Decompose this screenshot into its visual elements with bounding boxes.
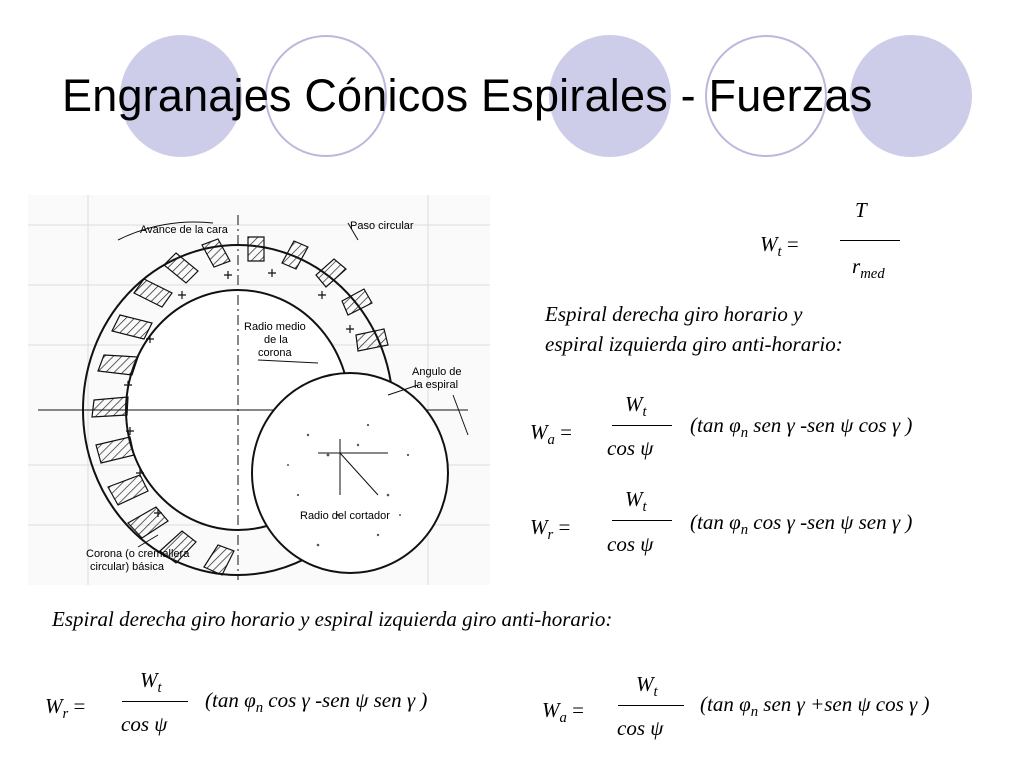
eq-wr-right-parenthesis: (tan φn cos γ -sen ψ sen γ ) <box>690 510 913 539</box>
gear-diagram-svg: Avance de la cara Paso circular Radio me… <box>28 195 490 585</box>
label-mean-radius-2: de la <box>264 334 289 346</box>
label-crown-1: Corona (o cremallera <box>86 548 190 560</box>
label-cutter-radius: Radio del cortador <box>300 510 390 522</box>
label-mean-radius-1: Radio medio <box>244 321 306 333</box>
eq-wr-bottom-numerator: Wt <box>140 668 162 697</box>
eq-wa-right-denominator: cos ψ <box>607 436 654 460</box>
label-crown-2: circular) básica <box>90 561 165 573</box>
right-condition-line2: espiral izquierda giro anti-horario: <box>545 332 843 356</box>
eq-wr-bottom-lhs: Wr = <box>45 694 86 723</box>
label-circular-pitch: Paso circular <box>350 220 414 232</box>
eq-wa-bottom-numerator: Wt <box>636 672 658 701</box>
decor-circle-5 <box>850 35 972 157</box>
spiral-bevel-gear-diagram: Avance de la cara Paso circular Radio me… <box>28 195 490 585</box>
decor-circle-4 <box>705 35 827 157</box>
slide-title: Engranajes Cónicos Espirales - Fuerzas <box>62 70 873 121</box>
right-condition-line1: Espiral derecha giro horario y <box>545 302 803 326</box>
decor-circle-2 <box>265 35 387 157</box>
eq-wr-right-numerator: Wt <box>625 487 647 516</box>
cutter-circle <box>251 372 449 574</box>
label-spiral-angle-1: Angulo de <box>412 366 462 378</box>
eq-wa-right-fraction-bar <box>612 425 672 426</box>
eq-wa-bottom-parenthesis: (tan φn sen γ +sen ψ cos γ ) <box>700 692 930 721</box>
eq-wt-lhs: Wt = <box>760 232 799 261</box>
label-spiral-angle-2: la espiral <box>414 379 458 391</box>
bottom-condition: Espiral derecha giro horario y espiral i… <box>52 607 613 631</box>
eq-wr-right-denominator: cos ψ <box>607 532 654 556</box>
eq-wa-bottom-lhs: Wa = <box>542 698 584 727</box>
label-mean-radius-3: corona <box>258 347 293 359</box>
eq-wa-bottom-fraction-bar <box>618 705 684 706</box>
eq-wt-fraction-bar <box>840 240 900 241</box>
eq-wa-right-parenthesis: (tan φn sen γ -sen ψ cos γ ) <box>690 413 913 442</box>
eq-wr-bottom-denominator: cos ψ <box>121 712 168 736</box>
label-face-advance: Avance de la cara <box>140 224 229 236</box>
eq-wa-right-numerator: Wt <box>625 392 647 421</box>
decor-circle-3 <box>549 35 671 157</box>
eq-wr-bottom-fraction-bar <box>122 701 188 702</box>
eq-wr-right-lhs: Wr = <box>530 515 571 544</box>
eq-wt-denominator: rmed <box>852 254 885 283</box>
eq-wt-numerator: T <box>855 198 867 222</box>
eq-wr-bottom-parenthesis: (tan φn cos γ -sen ψ sen γ ) <box>205 688 428 717</box>
eq-wa-bottom-denominator: cos ψ <box>617 716 664 740</box>
eq-wr-right-fraction-bar <box>612 520 672 521</box>
eq-wa-right-lhs: Wa = <box>530 420 572 449</box>
decor-circle-1 <box>120 35 242 157</box>
